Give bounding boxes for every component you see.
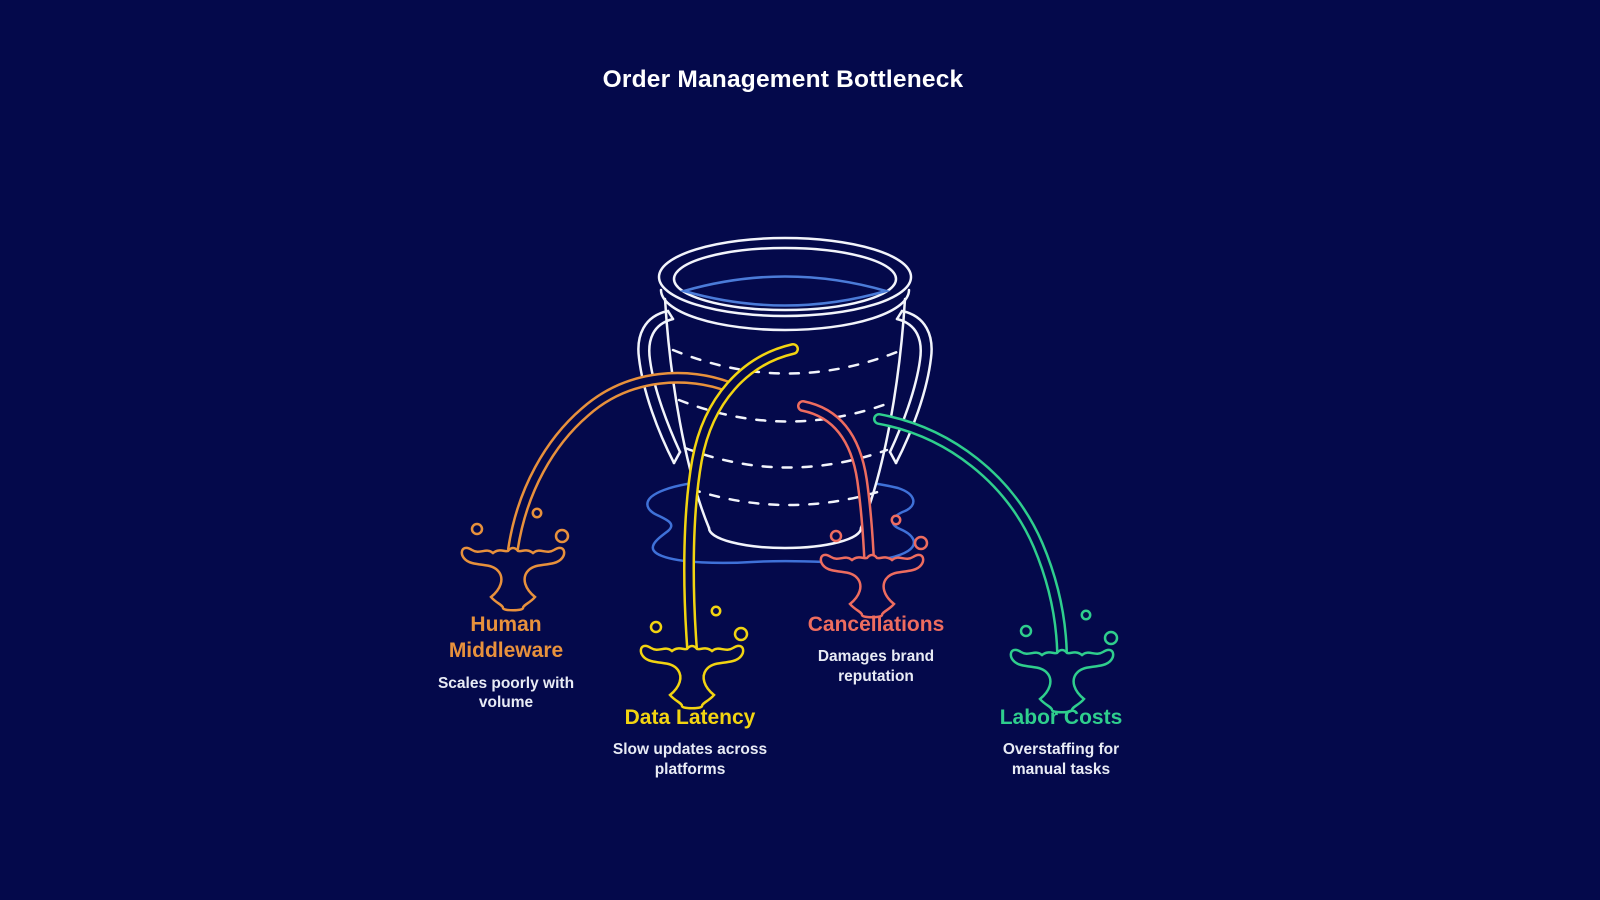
stream-cancellations <box>797 400 875 563</box>
leak-labor-costs: Labor Costs Overstaffing for manual task… <box>986 705 1136 780</box>
bucket-base <box>707 526 863 550</box>
leak-cancellations: Cancellations Damages brand reputation <box>791 612 961 687</box>
leak-description-human-middleware: Scales poorly with volume <box>437 674 575 712</box>
leak-label-labor-costs: Labor Costs <box>999 706 1123 729</box>
puddle-icon <box>646 478 916 565</box>
water-surface-icon <box>679 275 891 307</box>
bucket-rim-outer <box>657 236 913 318</box>
stream-human-middleware <box>507 371 735 555</box>
stream-labor-costs <box>873 413 1068 658</box>
page-title: Order Management Bottleneck <box>602 66 964 93</box>
leak-data-latency: Data Latency Slow updates across platfor… <box>605 705 775 780</box>
bucket-rim-band <box>659 288 911 332</box>
stream-data-latency <box>683 343 799 654</box>
leak-description-cancellations: Damages brand reputation <box>817 648 935 686</box>
bucket-body-fill <box>659 238 911 548</box>
bucket-rim-inner <box>672 246 898 312</box>
bucket-handle-left <box>637 309 682 465</box>
leak-label-cancellations: Cancellations <box>807 613 945 636</box>
leak-human-middleware: Human Middleware Scales poorly with volu… <box>431 612 581 713</box>
bucket-icon <box>637 236 933 550</box>
splash-cancellations <box>819 514 929 619</box>
leak-label-data-latency: Data Latency <box>624 706 756 729</box>
leak-label-human-middleware: Human Middleware <box>448 613 564 663</box>
leak-description-labor-costs: Overstaffing for manual tasks <box>1002 741 1120 779</box>
leak-description-data-latency: Slow updates across platforms <box>612 741 768 779</box>
bucket-side-left <box>663 297 711 530</box>
